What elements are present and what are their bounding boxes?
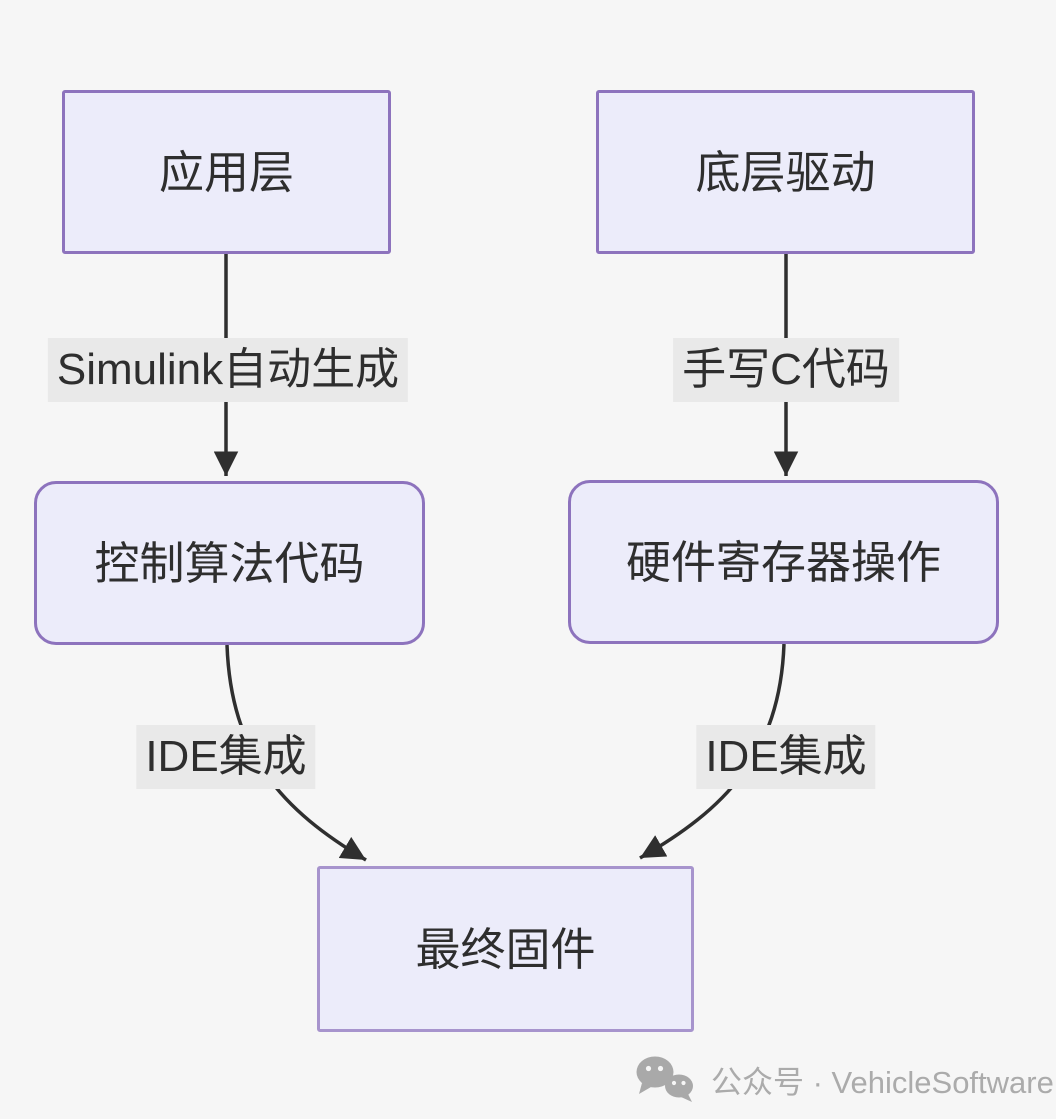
wechat-icon xyxy=(636,1056,693,1102)
node-low-level-driver: 底层驱动 xyxy=(596,90,975,254)
watermark: 公众号 · VehicleSoftware xyxy=(632,1054,1054,1104)
node-application-layer: 应用层 xyxy=(62,90,391,254)
edge-label-simulink-autogen: Simulink自动生成 xyxy=(47,338,409,402)
edge-label-handwritten-c: 手写C代码 xyxy=(673,338,899,402)
edge-label-ide-integration-left: IDE集成 xyxy=(136,725,316,789)
watermark-text: 公众号 · VehicleSoftware xyxy=(711,1064,1054,1100)
node-control-algorithm-code: 控制算法代码 xyxy=(34,481,425,645)
node-final-firmware: 最终固件 xyxy=(317,866,694,1032)
node-hardware-register-ops: 硬件寄存器操作 xyxy=(568,480,999,644)
edge-label-ide-integration-right: IDE集成 xyxy=(696,725,876,789)
